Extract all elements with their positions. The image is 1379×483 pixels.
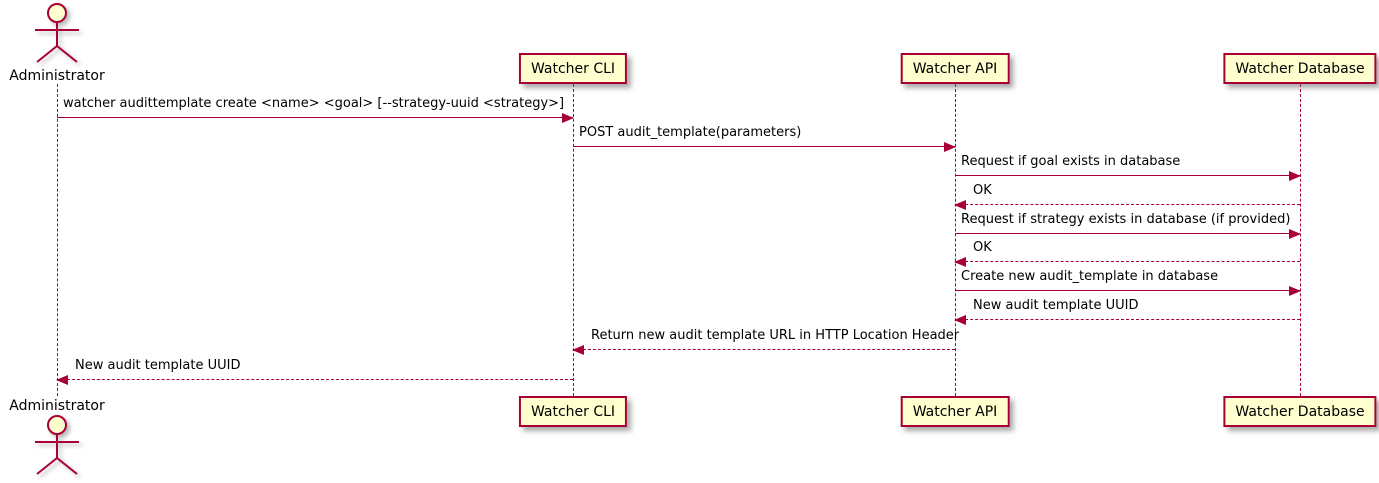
arrow-right-icon <box>1289 171 1301 181</box>
participant-watcher-database-bottom: Watcher Database <box>1223 396 1377 427</box>
message-new-audit-template-uuid-db: New audit template UUID <box>954 298 1300 325</box>
message-line <box>955 261 1300 262</box>
message-new-audit-template-uuid-admin: New audit template UUID <box>56 358 573 385</box>
message-label: OK <box>973 183 992 198</box>
message-line <box>955 290 1300 291</box>
message-label: watcher audittemplate create <name> <goa… <box>63 96 565 111</box>
arrow-right-icon <box>944 142 956 152</box>
message-label: New audit template UUID <box>75 358 241 373</box>
message-request-strategy-exists: Request if strategy exists in database (… <box>955 212 1301 239</box>
actor-label-administrator-top: Administrator <box>9 68 105 84</box>
participant-watcher-cli-top: Watcher CLI <box>518 53 628 84</box>
lifeline-watcher-database <box>1300 84 1301 396</box>
arrow-right-icon <box>1289 229 1301 239</box>
message-return-url-location-header: Return new audit template URL in HTTP Lo… <box>572 328 959 355</box>
message-post-audit-template: POST audit_template(parameters) <box>573 125 956 152</box>
arrow-right-icon <box>1289 286 1301 296</box>
actor-label-administrator-bottom: Administrator <box>9 398 105 414</box>
message-line <box>57 379 573 380</box>
lifeline-watcher-api <box>955 84 956 396</box>
arrow-left-icon <box>954 257 966 267</box>
message-label: New audit template UUID <box>973 298 1139 313</box>
arrow-left-icon <box>56 375 68 385</box>
participant-watcher-database-top: Watcher Database <box>1223 53 1377 84</box>
arrow-right-icon <box>562 113 574 123</box>
participant-watcher-cli-bottom: Watcher CLI <box>518 396 628 427</box>
message-line <box>955 319 1300 320</box>
arrow-left-icon <box>954 315 966 325</box>
message-line <box>573 146 955 147</box>
actor-icon <box>35 415 79 475</box>
participant-watcher-api-top: Watcher API <box>900 53 1010 84</box>
message-label: Request if goal exists in database <box>961 154 1181 169</box>
message-line <box>955 233 1300 234</box>
message-label: Create new audit_template in database <box>961 269 1219 284</box>
message-line <box>955 204 1300 205</box>
participant-watcher-api-bottom: Watcher API <box>900 396 1010 427</box>
arrow-left-icon <box>954 200 966 210</box>
lifeline-watcher-cli <box>573 84 574 396</box>
lifeline-administrator <box>57 84 58 396</box>
message-ok-goal: OK <box>954 183 1300 210</box>
message-line <box>573 349 955 350</box>
message-create-audittemplate: watcher audittemplate create <name> <goa… <box>57 96 574 123</box>
actor-icon <box>35 3 79 63</box>
arrow-left-icon <box>572 345 584 355</box>
message-line <box>955 175 1300 176</box>
message-label: Return new audit template URL in HTTP Lo… <box>591 328 960 343</box>
message-create-new-audit-template: Create new audit_template in database <box>955 269 1301 296</box>
message-label: OK <box>973 240 992 255</box>
message-label: POST audit_template(parameters) <box>579 125 802 140</box>
message-ok-strategy: OK <box>954 240 1300 267</box>
message-label: Request if strategy exists in database (… <box>961 212 1291 227</box>
message-request-goal-exists: Request if goal exists in database <box>955 154 1301 181</box>
message-line <box>57 117 573 118</box>
